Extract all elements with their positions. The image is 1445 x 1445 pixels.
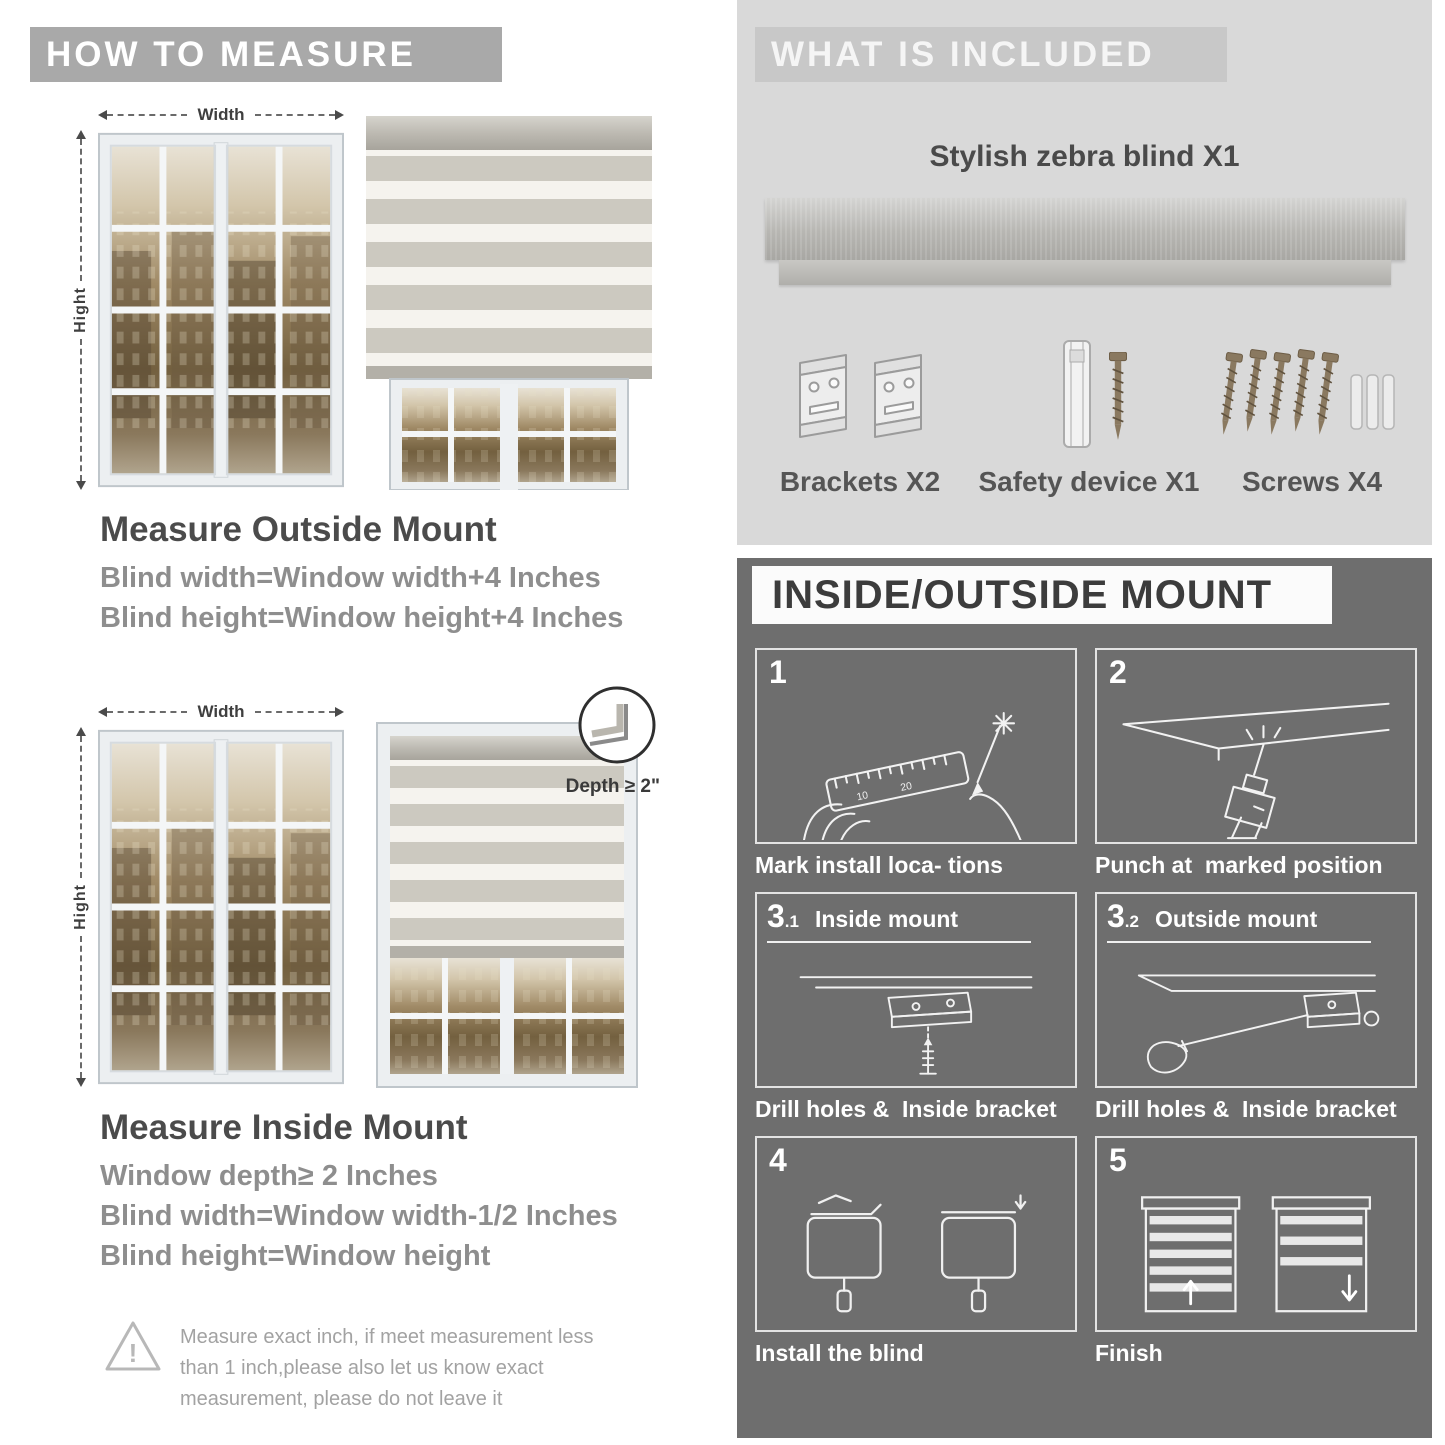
inside-mount-title: Measure Inside Mount	[100, 1108, 468, 1147]
arrowhead-right-icon	[335, 707, 344, 717]
safety-device-label: Safety device X1	[978, 466, 1200, 497]
ruler-mark: 20	[900, 781, 914, 794]
arrowhead-down-icon	[76, 1078, 86, 1087]
step-3-1-title: Inside mount	[814, 906, 959, 932]
ruler-mark: 10	[856, 790, 870, 803]
safety-screw-icon	[1109, 352, 1127, 441]
inside-bracket-illustration	[799, 976, 1033, 1075]
step-3-2-caption: Drill holes & Inside bracket	[1095, 1096, 1397, 1122]
blind-quantity-label: Stylish zebra blind X1	[929, 140, 1240, 173]
inside-spec-line-2: Blind width=Window width-1/2 Inches	[100, 1200, 618, 1232]
step-3-2-panel: 3.2 Outside mount	[1095, 892, 1417, 1088]
what-is-included-header: WHAT IS INCLUDED	[755, 27, 1227, 82]
drill-illustration	[1122, 702, 1390, 840]
screws-icon	[1215, 348, 1395, 437]
arrowhead-up-icon	[76, 727, 86, 736]
height-arrow-inside: Hight	[72, 727, 90, 1087]
how-to-measure-title: HOW TO MEASURE	[46, 34, 416, 74]
step-3-2-title: Outside mount	[1154, 906, 1318, 932]
how-to-measure-section: HOW TO MEASURE Width Hight Measure Outsi…	[0, 0, 722, 1445]
step-head: 3.1 Inside mount	[767, 900, 1031, 943]
step-number-badge: 4	[769, 1142, 787, 1178]
step-1-panel: 1 10 20	[755, 648, 1077, 844]
outside-bracket-illustration	[1137, 974, 1380, 1074]
bracket-icon	[799, 354, 847, 438]
step-3-1-caption: Drill holes & Inside bracket	[755, 1096, 1057, 1122]
arrowhead-right-icon	[335, 110, 344, 120]
height-label: Hight	[72, 884, 89, 930]
window-illustration-outside	[98, 130, 344, 490]
brackets-label: Brackets X2	[779, 466, 941, 497]
step-2-caption: Punch at marked position	[1095, 852, 1383, 878]
arrowhead-left-icon	[98, 110, 107, 120]
step-5-caption: Finish	[1095, 1340, 1163, 1366]
depth-label: Depth ≥ 2"	[565, 776, 660, 797]
zebra-blind-illustration-outside	[366, 116, 652, 490]
outside-mount-title: Measure Outside Mount	[100, 510, 497, 549]
bracket-icon	[874, 354, 922, 438]
window-illustration-inside	[98, 727, 344, 1087]
width-label: Width	[197, 702, 245, 721]
arrowhead-up-icon	[76, 130, 86, 139]
step-2-panel: 2	[1095, 648, 1417, 844]
install-blind-illustration	[806, 1194, 1027, 1313]
svg-text:!: !	[129, 1338, 138, 1368]
step-number-badge: 1	[769, 654, 787, 690]
headrail-valance-illustration	[779, 260, 1391, 285]
step-3-1-panel: 3.1 Inside mount	[755, 892, 1077, 1088]
width-arrow-inside: Width	[98, 702, 344, 721]
step-number-badge: 2	[1109, 654, 1127, 690]
step-3-2: 3.2 Outside mount Drill	[1095, 892, 1417, 1124]
step-5-panel: 5	[1095, 1136, 1417, 1332]
what-is-included-title: WHAT IS INCLUDED	[771, 34, 1155, 74]
step-4-caption: Install the blind	[755, 1340, 924, 1366]
step-head: 3.2 Outside mount	[1107, 900, 1371, 943]
width-arrow-outside: Width	[98, 105, 344, 124]
arrowhead-left-icon	[98, 707, 107, 717]
step-2: 2 Punch at marked position	[1095, 648, 1417, 880]
mount-header: INSIDE/OUTSIDE MOUNT	[752, 566, 1332, 624]
how-to-measure-header: HOW TO MEASURE	[30, 27, 502, 82]
outside-spec-line-2: Blind height=Window height+4 Inches	[100, 602, 624, 634]
mount-steps-grid: 1 10 20	[755, 648, 1417, 1380]
safety-device-icon	[1063, 340, 1091, 448]
step-number-badge: 5	[1109, 1142, 1127, 1178]
mark-location-illustration: 10 20	[802, 712, 1022, 840]
inside-outside-mount-section: INSIDE/OUTSIDE MOUNT 1 10 20	[737, 558, 1432, 1438]
width-label: Width	[197, 105, 245, 124]
step-1: 1 10 20	[755, 648, 1077, 880]
inside-spec-line-1: Window depth≥ 2 Inches	[100, 1160, 438, 1192]
step-4: 4 Instal	[755, 1136, 1077, 1368]
headrail-illustration	[765, 198, 1405, 260]
height-label: Hight	[72, 287, 89, 333]
step-5: 5	[1095, 1136, 1417, 1368]
height-arrow-outside: Hight	[72, 130, 90, 490]
outside-spec-line-1: Blind width=Window width+4 Inches	[100, 562, 601, 594]
step-3-1: 3.1 Inside mount	[755, 892, 1077, 1124]
warning-icon: !	[105, 1321, 161, 1371]
depth-callout-icon	[578, 686, 656, 764]
step-4-panel: 4	[755, 1136, 1077, 1332]
measurement-warning-text: Measure exact inch, if meet measurement …	[180, 1326, 594, 1410]
finish-illustration	[1141, 1196, 1371, 1313]
arrowhead-down-icon	[76, 481, 86, 490]
step-1-caption: Mark install loca- tions	[755, 852, 1003, 878]
what-is-included-section: WHAT IS INCLUDED Stylish zebra blind X1	[737, 0, 1432, 545]
inside-spec-line-3: Blind height=Window height	[100, 1240, 491, 1272]
screws-label: Screws X4	[1241, 466, 1383, 497]
mount-title: INSIDE/OUTSIDE MOUNT	[772, 572, 1273, 617]
